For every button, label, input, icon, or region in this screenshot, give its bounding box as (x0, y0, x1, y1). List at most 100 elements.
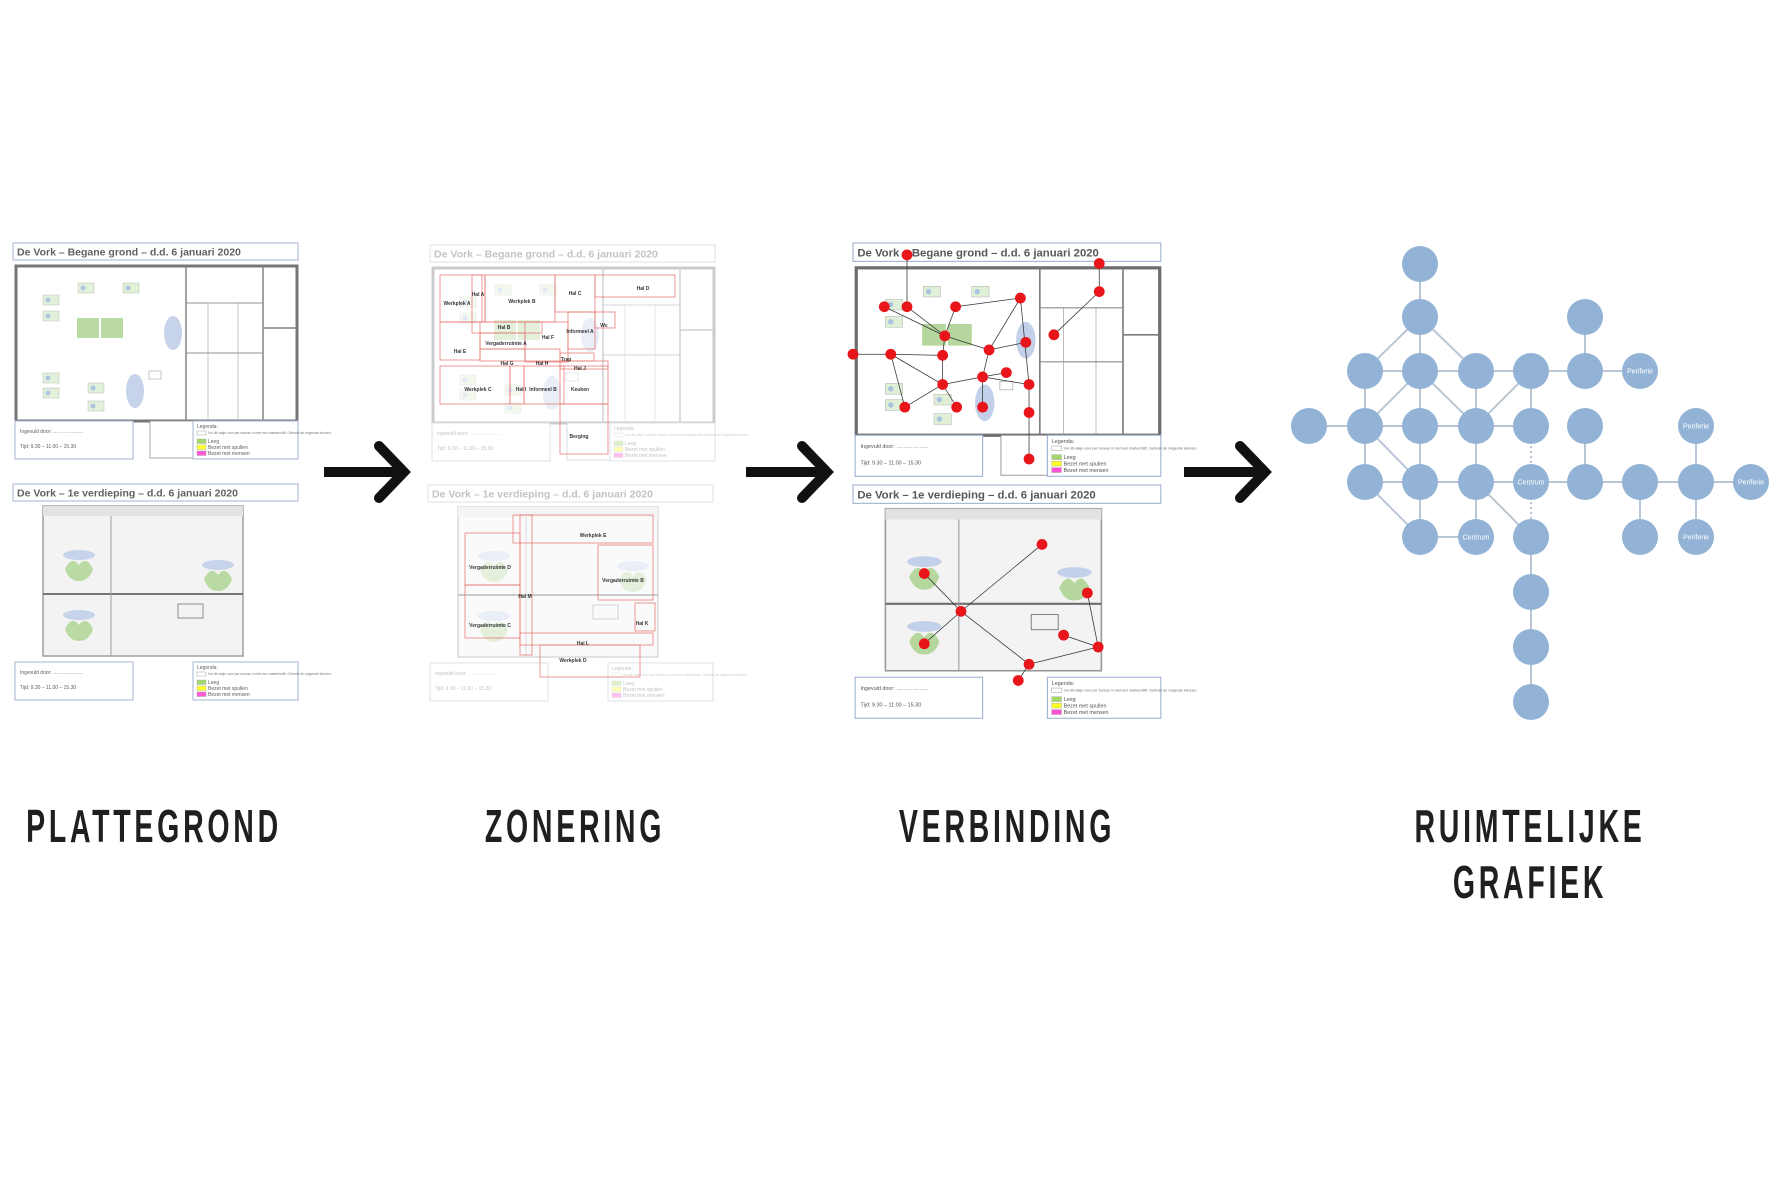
desk (885, 383, 903, 395)
connection-dot (950, 301, 961, 313)
table (494, 320, 516, 340)
legend-swatch-empty (1051, 445, 1062, 451)
legend-swatch (613, 446, 624, 452)
graph-node-label: Centrum (1518, 480, 1545, 487)
arrow-right-icon (746, 441, 834, 503)
legend-item-label: Bezet met spullen (208, 445, 248, 451)
legend-swatch-empty (196, 671, 207, 677)
informal-area (478, 551, 510, 561)
connection-dot (1036, 539, 1048, 550)
graph-node-circle (1567, 464, 1603, 500)
time-text: Tijd: 9.30 – 11.00 – 15.30 (861, 702, 922, 708)
zonering-upper-plan: De Vork – 1e verdieping – d.d. 6 januari… (427, 484, 747, 702)
meeting-table (480, 561, 508, 582)
graph-node-circle (1567, 353, 1603, 389)
informal-area (126, 374, 144, 408)
informal-area (63, 550, 95, 560)
table (518, 320, 540, 340)
connection-dot (1058, 629, 1069, 641)
connection-dot (901, 301, 913, 313)
desk (87, 382, 105, 394)
connection-dot (1093, 258, 1105, 269)
graph-node-circle (1402, 299, 1438, 335)
zone-label: Hal G (500, 361, 513, 367)
chair (497, 287, 503, 293)
legend-swatch (611, 692, 622, 698)
desk (494, 284, 512, 296)
zone-label: Wc (600, 323, 608, 329)
zone-outline (464, 584, 521, 639)
connection-dot (885, 348, 897, 360)
chair (45, 390, 51, 396)
desk (539, 284, 557, 296)
graph-node (1513, 519, 1549, 555)
legend-box (1046, 434, 1162, 477)
connection-dot (977, 401, 988, 413)
plan-title: De Vork – 1e verdieping – d.d. 6 januari… (857, 490, 1095, 502)
legend-item-label: Leeg (208, 439, 219, 445)
meeting-table (65, 620, 93, 641)
graph-node-circle (1513, 574, 1549, 610)
plattegrond-upper-plan: De Vork – 1e verdieping – d.d. 6 januari… (12, 483, 332, 701)
legend-item-label: Leeg (208, 680, 219, 686)
connection-line (1063, 634, 1099, 648)
legend-swatch (196, 444, 207, 450)
plan-title-box (429, 244, 716, 263)
connection-line (988, 297, 1021, 351)
legend-swatch (613, 440, 624, 446)
graph-node-periferie: Periferie (1733, 464, 1769, 500)
zone-label: Keuken (571, 387, 589, 393)
legend-swatch-empty (611, 672, 622, 678)
legend-title: Legenda: (1052, 681, 1074, 687)
chair (974, 288, 980, 295)
connection-dot (1092, 641, 1104, 653)
connection-dot (1023, 658, 1035, 670)
legend-item-label: Bezet met mensen (208, 692, 250, 698)
legend-note: Vul dit vakje voor per bureau in met een… (1064, 688, 1197, 692)
legend-item-label: Leeg (625, 441, 636, 447)
desk (87, 400, 105, 412)
legend-box (607, 662, 714, 702)
plan-title-box (852, 484, 1162, 504)
graph-node-circle (1567, 408, 1603, 444)
connection-line (890, 353, 943, 356)
legend-box (1046, 676, 1162, 719)
connection-dot (1000, 367, 1012, 378)
graph-node-circle (1347, 408, 1383, 444)
arrow-head (797, 441, 834, 503)
legend-item-label: Bezet met mensen (623, 693, 665, 699)
roof-hatch (885, 508, 1102, 520)
meeting-table (480, 621, 508, 642)
table (101, 318, 123, 338)
graph-node (1458, 408, 1494, 444)
zone-label: Hal A (472, 292, 485, 298)
plan-title: De Vork – Begane grond – d.d. 6 januari … (857, 248, 1099, 260)
connection-line (944, 335, 990, 351)
zone-outline (559, 403, 609, 455)
plattegrond-ground-plan: De Vork – Begane grond – d.d. 6 januari … (12, 242, 332, 460)
graph-node-periferie: Periferie (1678, 408, 1714, 444)
chair (888, 319, 894, 325)
legend-note: Vul dit vakje voor per bureau in met een… (625, 433, 749, 437)
chair (888, 402, 894, 408)
zonering-ground-plan: De Vork – Begane grond – d.d. 6 januari … (429, 244, 749, 462)
graph-node-label: Periferie (1683, 424, 1709, 431)
building-outline (457, 506, 659, 658)
chair (462, 392, 468, 398)
connection-line (955, 297, 1021, 308)
desk (122, 282, 140, 294)
zone-outline (559, 360, 609, 370)
connection-line (960, 611, 1030, 665)
floor-plans: De Vork – Begane grond – d.d. 6 januari … (12, 242, 1197, 719)
connection-line (982, 376, 1030, 385)
zone-label: Werkplek D (559, 658, 587, 664)
zone-label: Vergaderruimte B (602, 578, 644, 584)
connection-dot (939, 330, 951, 342)
graph-node-label: Periferie (1627, 369, 1653, 376)
graph-node-circle (1458, 408, 1494, 444)
graph-node-circle (1622, 519, 1658, 555)
info-box (14, 420, 134, 460)
desk (459, 389, 477, 401)
graph-node (1402, 246, 1438, 282)
connection-dot (901, 249, 913, 261)
